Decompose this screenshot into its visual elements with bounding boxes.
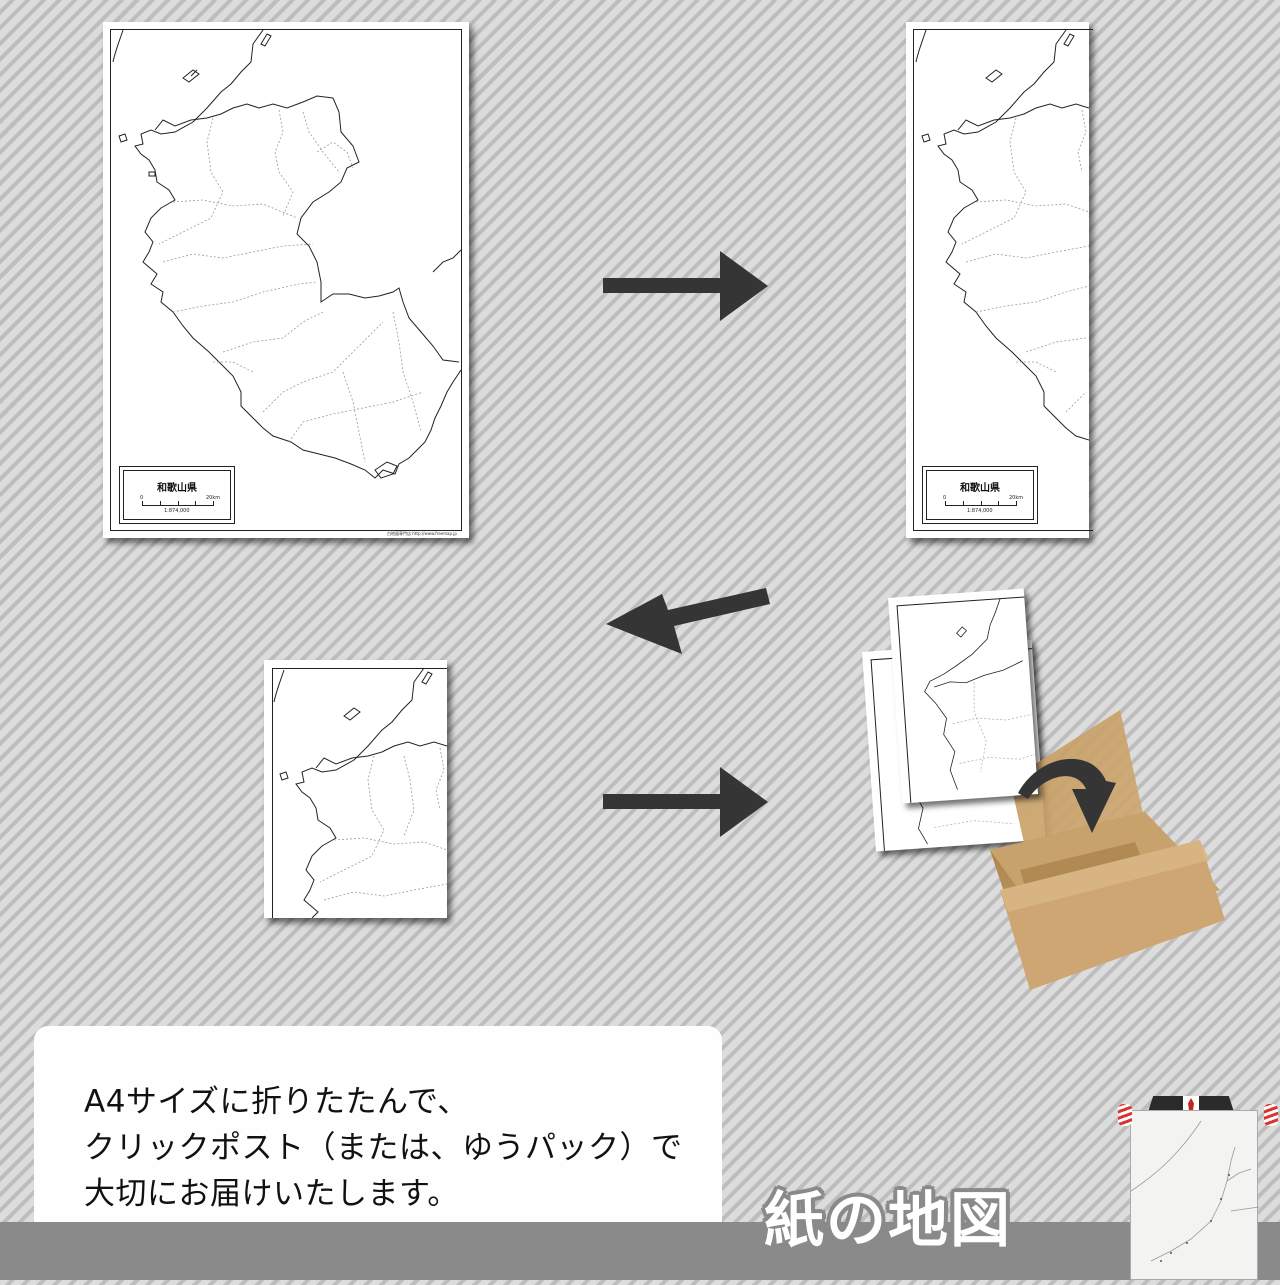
arrow-left-down-icon	[602, 582, 772, 660]
map-outline-mini-front	[924, 598, 1036, 790]
mascot-hand-right	[1264, 1104, 1278, 1126]
scale-bar	[945, 501, 1017, 506]
map-outline-wakayama-half	[915, 29, 1089, 441]
map-frame	[110, 29, 462, 531]
arrow-right-icon	[600, 248, 772, 324]
mascot-tie	[1188, 1098, 1194, 1116]
map-sheet-full: 和歌山県 0 20km 1:874,000 白地図専門店 http://www.…	[103, 22, 469, 538]
mascot-holding-map	[1116, 1090, 1280, 1280]
arrow-right-icon	[600, 764, 772, 840]
map-credit: 白地図専門店 http://www.freemap.jp	[387, 531, 457, 536]
map-outline-wakayama	[112, 29, 462, 479]
legend-title: 和歌山県	[157, 483, 197, 494]
shipping-note-box: A4サイズに折りたたんで、 クリックポスト（または、ゆうパック）で 大切にお届け…	[34, 1026, 722, 1258]
scale-end-label: 20km	[1009, 495, 1024, 501]
scale-start-label: 0	[140, 495, 144, 501]
map-sheet-front	[888, 588, 1039, 804]
map-sheet-folded-once: 和歌山県 0 20km 1:874,000	[906, 22, 1093, 538]
map-outline-wakayama-a4	[273, 667, 447, 918]
map-frame	[913, 29, 1093, 531]
scale-ratio-label: 1:874,000	[164, 508, 190, 514]
footer-band	[0, 1222, 1280, 1280]
scale-ratio-label: 1:874,000	[967, 508, 993, 514]
cardboard-box-icon	[990, 710, 1225, 990]
map-frame	[272, 668, 447, 918]
mascot-hand-left	[1118, 1104, 1132, 1126]
japan-map-icon	[1130, 1120, 1260, 1262]
map-legend: 和歌山県 0 20km 1:874,000	[922, 466, 1038, 524]
note-line-3: 大切にお届けいたします。	[84, 1176, 459, 1212]
note-line-2: クリックポスト（または、ゆうパック）で	[84, 1130, 683, 1166]
brand-title: 紙の地図	[764, 1186, 1012, 1256]
japan-map-poster	[1130, 1110, 1260, 1280]
map-legend: 和歌山県 0 20km 1:874,000	[119, 466, 235, 524]
legend-title: 和歌山県	[960, 483, 1000, 494]
map-sheet-a4	[264, 660, 447, 918]
shipping-box	[960, 700, 1260, 1000]
scale-end-label: 20km	[206, 495, 221, 501]
scale-start-label: 0	[943, 495, 947, 501]
scale-bar	[142, 501, 214, 506]
note-line-1: A4サイズに折りたたんで、	[84, 1084, 469, 1120]
arrow-curved-into-box-icon	[1014, 745, 1124, 845]
